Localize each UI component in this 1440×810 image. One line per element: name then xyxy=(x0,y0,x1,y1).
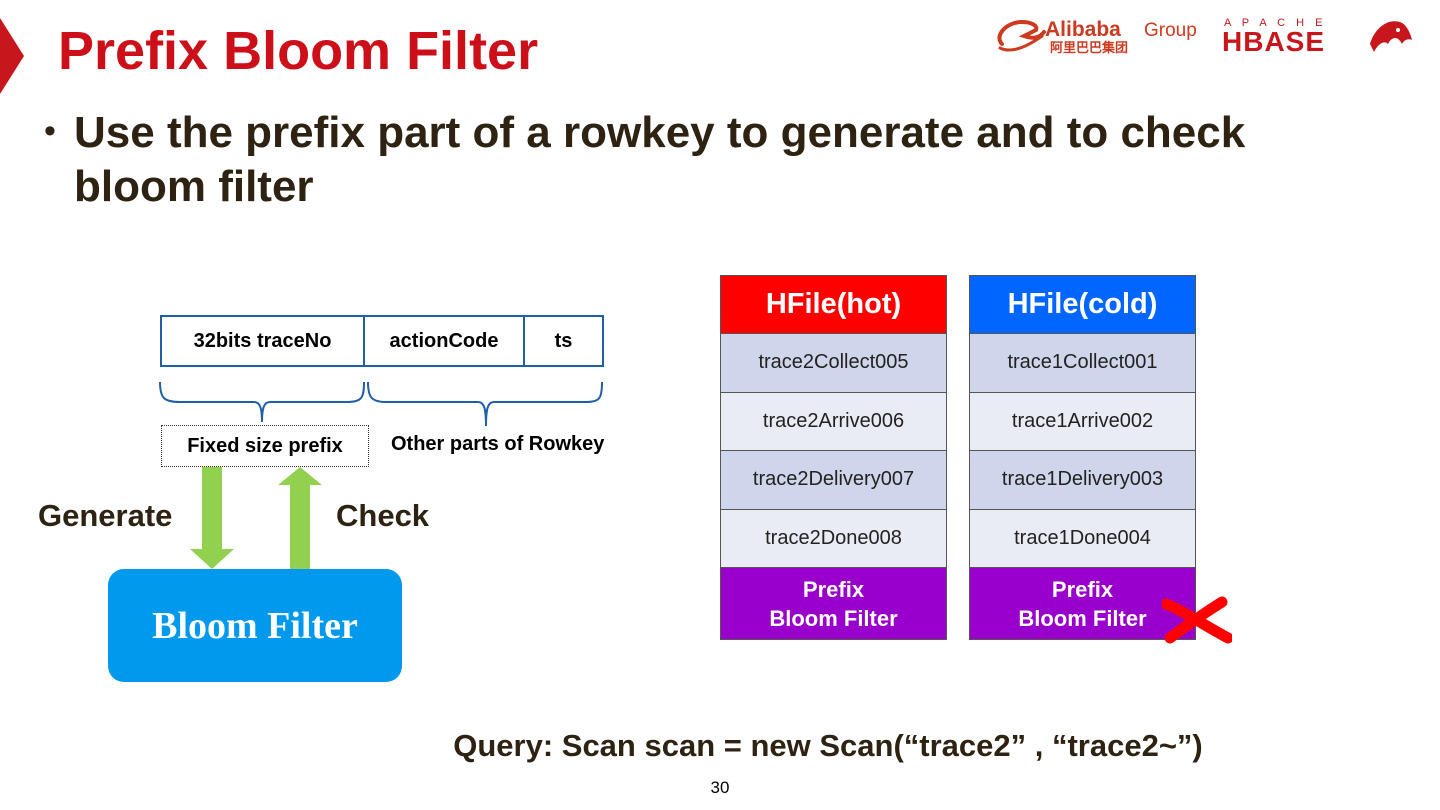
check-label: Check xyxy=(336,498,430,533)
hfile-hot-row: trace2Arrive006 xyxy=(720,392,947,451)
hfile-hot-bloom-footer: Prefix Bloom Filter xyxy=(720,568,947,640)
alibaba-logo-chinese: 阿里巴巴集团 xyxy=(1050,40,1128,56)
hfile-cold-title: HFile(cold) xyxy=(969,275,1196,334)
rowkey-segment-actioncode: actionCode xyxy=(363,315,525,367)
hfile-cold-footer-line1: Prefix xyxy=(1051,576,1114,602)
reject-x-icon xyxy=(1162,596,1232,644)
rowkey-brackets xyxy=(159,381,603,427)
other-parts-label: Other parts of Rowkey xyxy=(391,433,605,455)
generate-arrow-down xyxy=(190,467,234,569)
hbase-logo-name: HBASE xyxy=(1222,26,1325,57)
hfile-cold-bloom-footer: Prefix Bloom Filter xyxy=(969,568,1196,640)
alibaba-logo-group: Group xyxy=(1144,20,1197,41)
hfile-cold-row: trace1Collect001 xyxy=(969,334,1196,393)
bullet-marker: • xyxy=(44,112,56,150)
bloom-filter-box: Bloom Filter xyxy=(108,569,402,682)
alibaba-logo: Alibaba Group 阿里巴巴集团 xyxy=(997,18,1197,56)
orca-icon xyxy=(1370,21,1412,52)
hfile-hot: HFile(hot) trace2Collect005 trace2Arrive… xyxy=(720,275,947,640)
hfile-hot-row: trace2Collect005 xyxy=(720,334,947,393)
hbase-logo-apache: A P A C H E xyxy=(1224,17,1327,29)
hfile-cold-row: trace1Done004 xyxy=(969,509,1196,568)
rowkey-segment-traceno: 32bits traceNo xyxy=(160,315,365,367)
hfile-cold: HFile(cold) trace1Collect001 trace1Arriv… xyxy=(969,275,1196,640)
hfile-hot-footer-line2: Bloom Filter xyxy=(769,605,898,631)
bullet-text: Use the prefix part of a rowkey to gener… xyxy=(74,108,1246,211)
hfile-cold-row: trace1Arrive002 xyxy=(969,392,1196,451)
hbase-logo: A P A C H E HBASE xyxy=(1222,17,1412,57)
slide-title: Prefix Bloom Filter xyxy=(58,21,539,81)
rowkey-segment-ts: ts xyxy=(523,315,604,367)
prefix-bracket xyxy=(159,381,365,423)
flow-arrows xyxy=(190,467,322,570)
hfile-cold-footer-line2: Bloom Filter xyxy=(1018,605,1147,631)
title-accent-tab xyxy=(0,18,24,94)
hfile-cold-row: trace1Delivery003 xyxy=(969,451,1196,510)
other-parts-bracket xyxy=(367,381,603,427)
hfile-hot-row: trace2Delivery007 xyxy=(720,451,947,510)
generate-label: Generate xyxy=(38,498,173,533)
fixed-size-prefix-box: Fixed size prefix xyxy=(161,425,369,467)
page-number: 30 xyxy=(710,778,730,797)
hfile-hot-footer-line1: Prefix xyxy=(802,576,865,602)
hfile-hot-title: HFile(hot) xyxy=(720,275,947,334)
check-arrow-up xyxy=(278,467,322,570)
hfile-hot-row: trace2Done008 xyxy=(720,509,947,568)
query-text: Query: Scan scan = new Scan(“trace2” , “… xyxy=(453,728,1203,763)
alibaba-logo-name: Alibaba xyxy=(1045,18,1121,41)
